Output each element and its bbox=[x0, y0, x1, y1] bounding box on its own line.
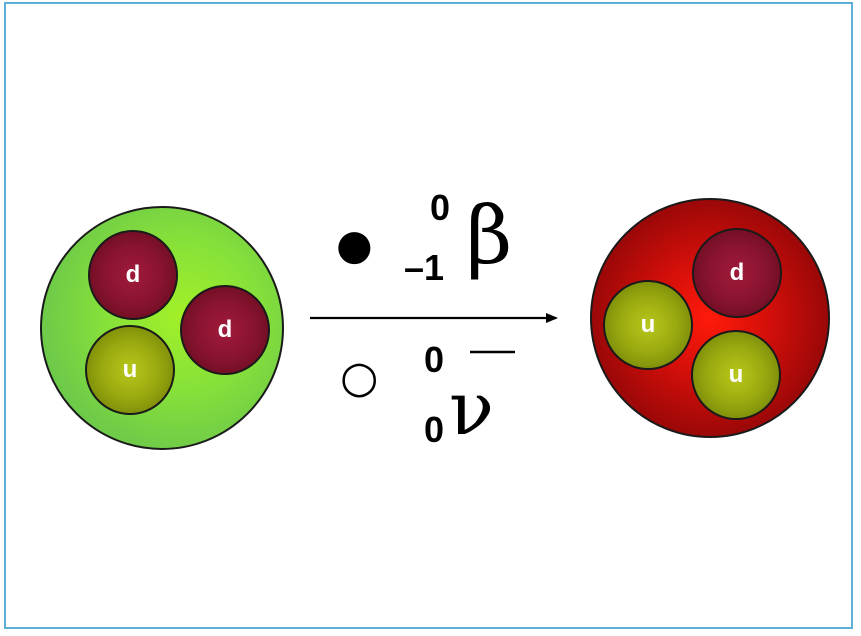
antineutrino-mass-number: 0 bbox=[424, 342, 444, 378]
antineutrino-charge-number: 0 bbox=[424, 412, 444, 448]
beta-charge-number: –1 bbox=[404, 250, 444, 286]
proton-up-quark-1: u bbox=[603, 280, 693, 370]
antineutrino-symbol: ν bbox=[449, 372, 494, 446]
beta-symbol: β bbox=[466, 196, 512, 276]
proton-down-quark: d bbox=[692, 228, 782, 318]
beta-mass-number: 0 bbox=[430, 190, 450, 226]
proton-up-quark-2: u bbox=[691, 330, 781, 420]
beta-bullet-icon: ● bbox=[336, 224, 373, 266]
antineutrino-bullet-icon: ○ bbox=[340, 356, 378, 400]
